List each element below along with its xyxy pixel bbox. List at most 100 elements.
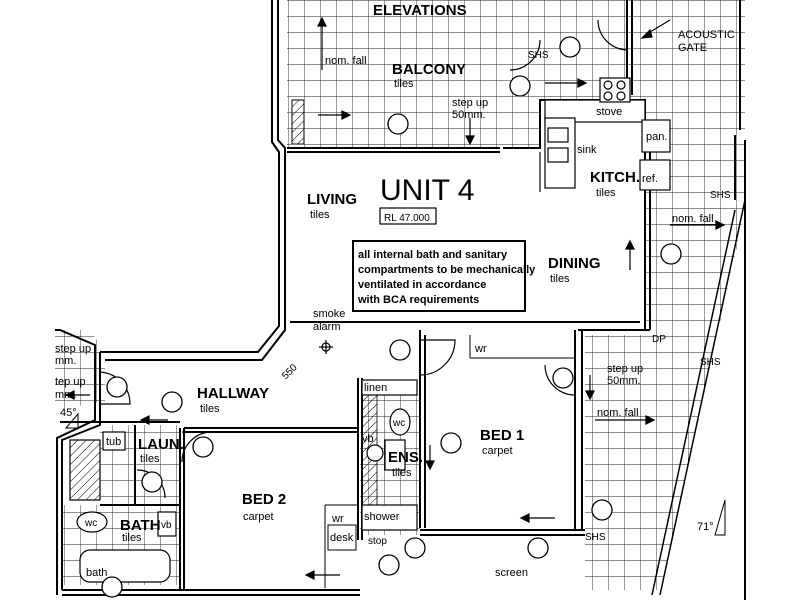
bath-finish: tiles [122, 532, 142, 544]
fridge [639, 159, 671, 191]
kitchen-fixtures [539, 77, 671, 192]
shower-label: shower [364, 511, 400, 523]
right-boundary [651, 199, 746, 596]
laundry-label: LAUN. [138, 436, 184, 453]
dp-label: DP [652, 334, 666, 345]
acoustic-label: ACOUSTIC [678, 29, 735, 41]
bed1-label: BED 1 [480, 427, 524, 444]
plan-labels: ELEVATIONS ACOUSTIC GATE BALCONY tiles n… [55, 2, 735, 579]
bed2-finish: carpet [243, 511, 274, 523]
robes [324, 335, 575, 588]
living-label: LIVING [307, 191, 357, 208]
dining-finish: tiles [550, 273, 570, 285]
bed2-label: BED 2 [242, 491, 286, 508]
window-marker [387, 113, 409, 135]
stove-label: stove [596, 106, 622, 118]
vb-label: vb [362, 433, 374, 445]
alarm-label: alarm [313, 321, 341, 333]
bath-tub [79, 549, 171, 583]
step-up-left-1: step up [55, 343, 91, 355]
wc-ens-label: wc [392, 418, 405, 429]
kitchen-finish: tiles [596, 187, 616, 199]
tub-icon [102, 431, 126, 451]
right-balcony-tiles [585, 160, 745, 590]
desk-label: desk [330, 532, 354, 544]
tub-label: tub [106, 436, 121, 448]
screen-label: screen [495, 567, 528, 579]
shs-right-label: SHS [710, 190, 731, 201]
elevations-label: ELEVATIONS [373, 2, 467, 19]
window-marker [404, 537, 426, 559]
fall-arrows [64, 16, 726, 580]
window-marker [591, 499, 613, 521]
window-marker [389, 339, 411, 361]
shs-angle-label: SHS [700, 357, 721, 368]
stop-label: stop [368, 536, 387, 547]
wr-bed2-label: wr [331, 513, 344, 525]
step-up-label: step up [452, 97, 488, 109]
balcony-fall-label: nom. fall [325, 55, 367, 67]
rl-label: RL 47.000 [384, 213, 430, 224]
wr-bed1-label: wr [474, 343, 487, 355]
gate-label: GATE [678, 42, 707, 54]
window-marker [161, 391, 183, 413]
angle-marker-45 [64, 412, 79, 429]
pantry [641, 119, 671, 153]
window-marker [552, 367, 574, 389]
window-marker [106, 376, 128, 398]
angle-marker-71 [714, 499, 726, 536]
shs-bottom-label: SHS [585, 532, 606, 543]
vb-bath-label: vb [161, 520, 172, 531]
step-up-left-3: tep up [55, 376, 86, 388]
bath-laundry-fixtures [69, 431, 177, 583]
smoke-label: smoke [313, 308, 345, 320]
dining-label: DINING [548, 255, 601, 272]
wc-icon [389, 408, 411, 436]
balcony-finish: tiles [394, 78, 414, 90]
balcony-label: BALCONY [392, 61, 466, 78]
living-finish: tiles [310, 209, 330, 221]
kitchen-label: KITCH. [590, 169, 640, 186]
ensuite-fixtures [361, 379, 418, 531]
note-line-2: compartments to be mechanically [358, 264, 536, 276]
angle-45-label: 45° [60, 407, 77, 419]
note-line-3: ventilated in accordance [358, 279, 486, 291]
step-up-left-2: mm. [55, 355, 76, 367]
window-marker [192, 436, 214, 458]
ens-finish: tiles [392, 467, 412, 479]
bath-label: bath [86, 567, 107, 579]
window-marker [527, 537, 549, 559]
step-up-50-label: 50mm. [452, 109, 486, 121]
kitchen-bench [544, 99, 646, 123]
sink-label: sink [577, 144, 597, 156]
step-up-right-label: step up [607, 363, 643, 375]
hallway-area [105, 360, 362, 425]
ens-label: ENS. [388, 449, 423, 466]
window-marker [660, 243, 682, 265]
linen-label: linen [364, 382, 387, 394]
window-marker [509, 75, 531, 97]
shs-label: SHS [528, 50, 549, 61]
note-line-1: all internal bath and sanitary [358, 249, 508, 261]
pantry-label: pan. [646, 131, 667, 143]
window-markers [101, 36, 682, 598]
fridge-label: ref. [642, 173, 658, 185]
sink-icon [547, 127, 569, 143]
bath-room-label: BATH [120, 517, 161, 534]
balcony-balustrade [291, 99, 305, 145]
window-marker [101, 576, 123, 598]
window-marker [559, 36, 581, 58]
window-marker [378, 554, 400, 576]
hallway-finish: tiles [200, 403, 220, 415]
page-title: UNIT 4 [380, 174, 474, 207]
angle-71-label: 71° [697, 521, 714, 533]
bed1-finish: carpet [482, 445, 513, 457]
bed1-fall-label: nom. fall [597, 407, 639, 419]
left-step-tiles [55, 330, 110, 410]
wc-bath-label: wc [84, 518, 97, 529]
rl-box [379, 207, 437, 225]
hallway-label: HALLWAY [197, 385, 269, 402]
window-marker [141, 471, 163, 493]
note-box [352, 240, 526, 312]
